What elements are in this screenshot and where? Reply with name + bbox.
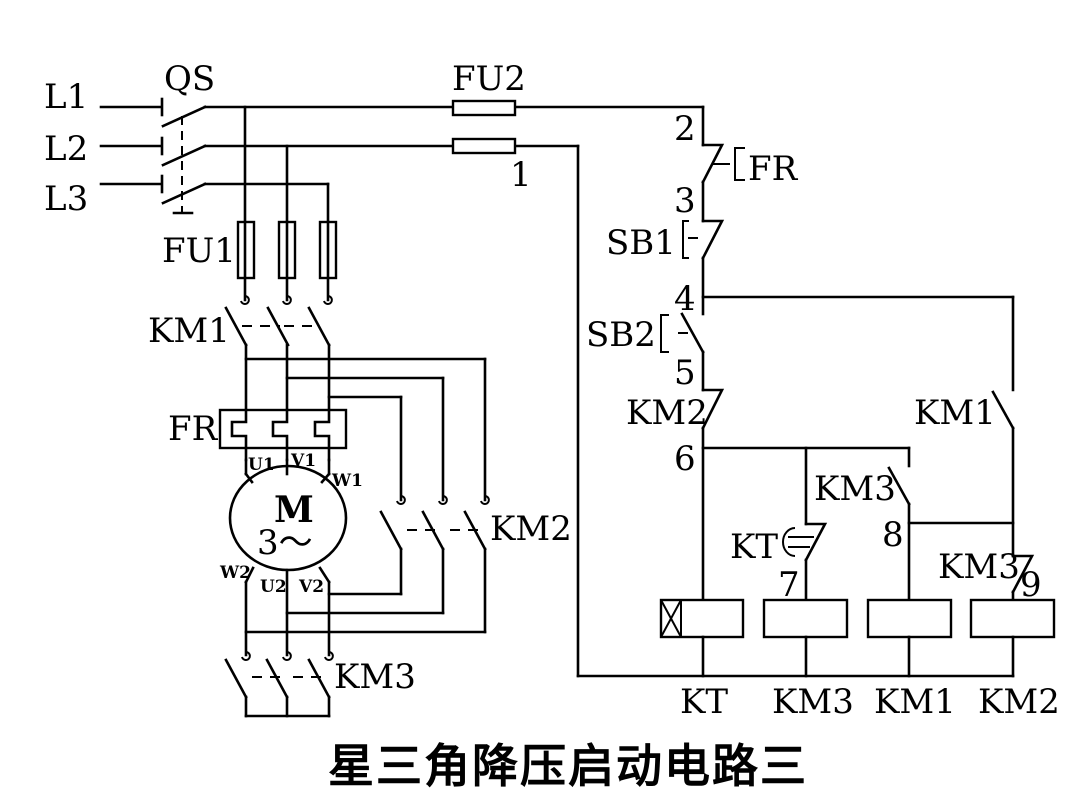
label-km2-nc: KM2 bbox=[626, 393, 708, 433]
contacts-km3-star: KM3 bbox=[224, 651, 416, 718]
contact-kt-delay: KT 7 bbox=[730, 446, 828, 605]
node-7: 7 bbox=[778, 565, 800, 605]
coil-label-km3: KM3 bbox=[772, 682, 854, 722]
node-5: 5 bbox=[674, 353, 696, 393]
control-main-column: 2 FR 3 SB1 4 SB2 5 KM2 6 bbox=[586, 105, 1015, 602]
label-l1: L1 bbox=[44, 77, 88, 117]
label-km3-no: KM3 bbox=[814, 469, 896, 509]
coil-label-km1: KM1 bbox=[874, 682, 956, 722]
coil-km3: KM3 bbox=[762, 598, 854, 722]
coil-km1: KM1 bbox=[866, 598, 956, 722]
terminal-w1: W1 bbox=[331, 471, 363, 491]
label-kt-delay: KT bbox=[730, 527, 778, 567]
switch-qs: QS bbox=[160, 59, 215, 215]
fuses-fu1: FU1 bbox=[162, 220, 338, 302]
contacts-km2-main: KM2 bbox=[244, 495, 572, 634]
coil-label-kt: KT bbox=[680, 682, 728, 722]
main-bus bbox=[203, 105, 705, 224]
label-l3: L3 bbox=[44, 179, 88, 219]
label-km2-main: KM2 bbox=[490, 509, 572, 549]
node-8: 8 bbox=[882, 515, 904, 555]
phase-inputs: L1 L2 L3 bbox=[44, 77, 162, 219]
label-fr-nc: FR bbox=[748, 149, 799, 189]
node-1: 1 bbox=[510, 155, 532, 195]
coil-label-km2: KM2 bbox=[978, 682, 1060, 722]
coil-kt: KT bbox=[659, 598, 745, 722]
node-6: 6 bbox=[674, 439, 696, 479]
label-fr-main: FR bbox=[168, 409, 219, 449]
label-km1-main: KM1 bbox=[148, 311, 230, 351]
label-sb2: SB2 bbox=[586, 315, 656, 355]
label-km3-main: KM3 bbox=[334, 657, 416, 697]
contact-km3-nc: KM3 9 bbox=[938, 547, 1042, 605]
terminal-u2: U2 bbox=[260, 577, 287, 597]
motor-phase-label: 3～ bbox=[257, 523, 313, 563]
label-fu1: FU1 bbox=[162, 231, 236, 271]
node-4: 4 bbox=[674, 279, 696, 319]
contact-km1-hold: KM1 bbox=[914, 295, 1015, 558]
contacts-km1-main: KM1 bbox=[148, 295, 333, 412]
label-sb1: SB1 bbox=[606, 223, 676, 263]
label-km3-nc: KM3 bbox=[938, 547, 1020, 587]
label-km1-hold: KM1 bbox=[914, 393, 996, 433]
node-9: 9 bbox=[1020, 565, 1042, 605]
motor-m: U1 V1 W1 M 3～ W2 U2 V2 bbox=[219, 451, 363, 657]
motor-symbol: M bbox=[274, 489, 314, 531]
delta-wiring-top bbox=[244, 357, 487, 502]
node-2: 2 bbox=[674, 109, 696, 149]
terminal-w2: W2 bbox=[219, 563, 251, 583]
contact-km3-no: KM3 8 bbox=[814, 466, 1015, 602]
label-l2: L2 bbox=[44, 129, 88, 169]
coil-km2: KM2 bbox=[969, 598, 1060, 722]
label-qs: QS bbox=[164, 59, 215, 99]
terminal-v2: V2 bbox=[298, 577, 324, 597]
diagram-title: 星三角降压启动电路三 bbox=[328, 739, 808, 793]
coils: KT KM3 KM1 KM2 bbox=[659, 598, 1060, 722]
label-fu2: FU2 bbox=[452, 59, 526, 99]
thermal-relay-fr: FR bbox=[168, 408, 348, 476]
node-3: 3 bbox=[674, 181, 696, 221]
fuses-fu2: FU2 1 bbox=[451, 59, 1015, 678]
